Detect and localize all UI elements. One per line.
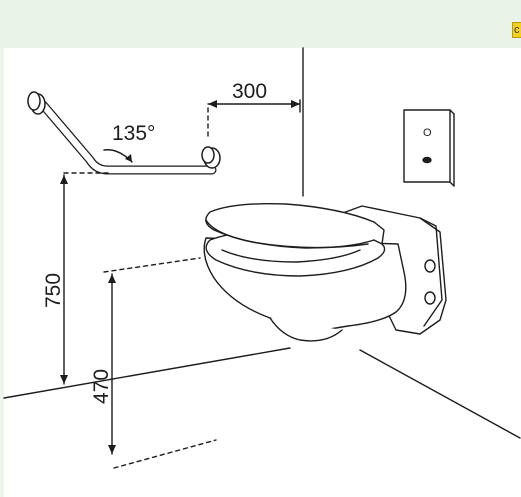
flush-plate xyxy=(403,109,455,187)
toilet xyxy=(203,203,447,342)
floor-line-right xyxy=(359,349,521,439)
dim-470-ext-bottom xyxy=(113,439,217,469)
dim-470-label: 470 xyxy=(90,369,113,404)
dim-750-arrow-top xyxy=(60,175,68,184)
dim-300-arrow-right xyxy=(291,100,300,108)
dim-300-arrow-left xyxy=(208,100,217,108)
dim-750-arrow-bottom xyxy=(60,375,68,384)
dim-750-label: 750 xyxy=(42,273,65,308)
corner-badge: c xyxy=(512,22,521,38)
angle-arrow xyxy=(125,154,132,162)
dim-470-arrow-bottom xyxy=(108,445,116,454)
dim-300-label: 300 xyxy=(232,80,267,103)
angle-label: 135° xyxy=(112,122,155,145)
flush-button-label: O xyxy=(423,127,432,139)
floor-line-left xyxy=(3,347,291,399)
dim-470-ext-top xyxy=(103,257,201,273)
grab-bar xyxy=(27,91,221,175)
dim-470-arrow-top xyxy=(108,274,116,283)
top-band xyxy=(0,0,521,48)
